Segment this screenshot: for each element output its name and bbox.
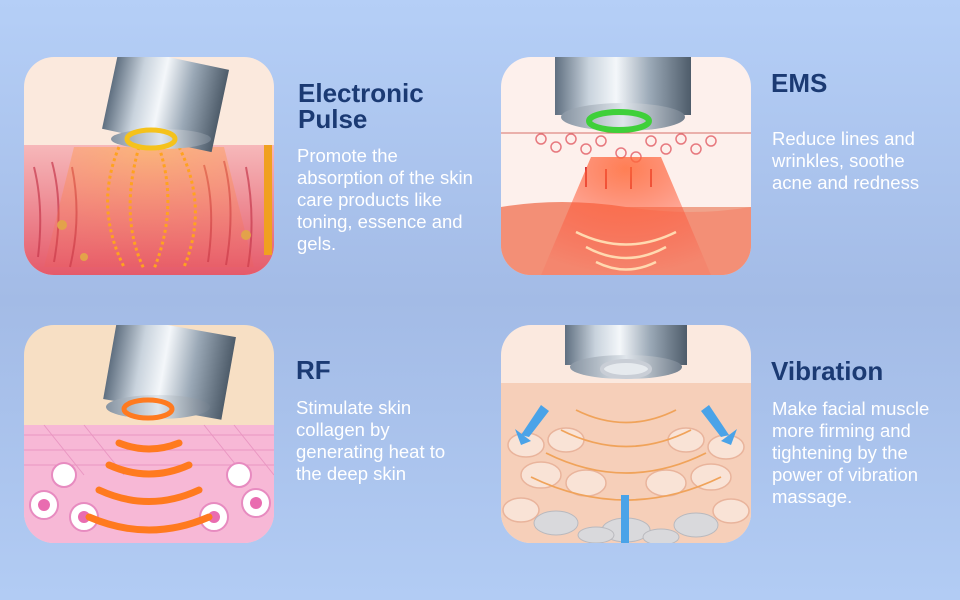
light-ring xyxy=(124,127,178,151)
feature-title-electronic-pulse: Electronic Pulse xyxy=(298,78,424,134)
feature-title-rf: RF xyxy=(296,355,331,385)
vibration-image xyxy=(501,325,751,543)
light-ring xyxy=(121,397,175,421)
feature-title-vibration: Vibration xyxy=(771,356,884,386)
ems-image xyxy=(501,57,751,275)
rf-image xyxy=(24,325,274,543)
feature-description-ems: Reduce lines and wrinkles, soothe acne a… xyxy=(772,128,920,193)
feature-title-ems: EMS xyxy=(771,68,828,98)
feature-description-rf: Stimulate skin collagen by generating he… xyxy=(296,397,446,484)
light-ring xyxy=(600,359,652,379)
feature-description-electronic-pulse: Promote the absorption of the skin care … xyxy=(297,145,473,254)
light-ring xyxy=(586,109,652,133)
electronic-pulse-image xyxy=(24,57,274,275)
feature-description-vibration: Make facial muscle more firming and tigh… xyxy=(772,398,930,507)
